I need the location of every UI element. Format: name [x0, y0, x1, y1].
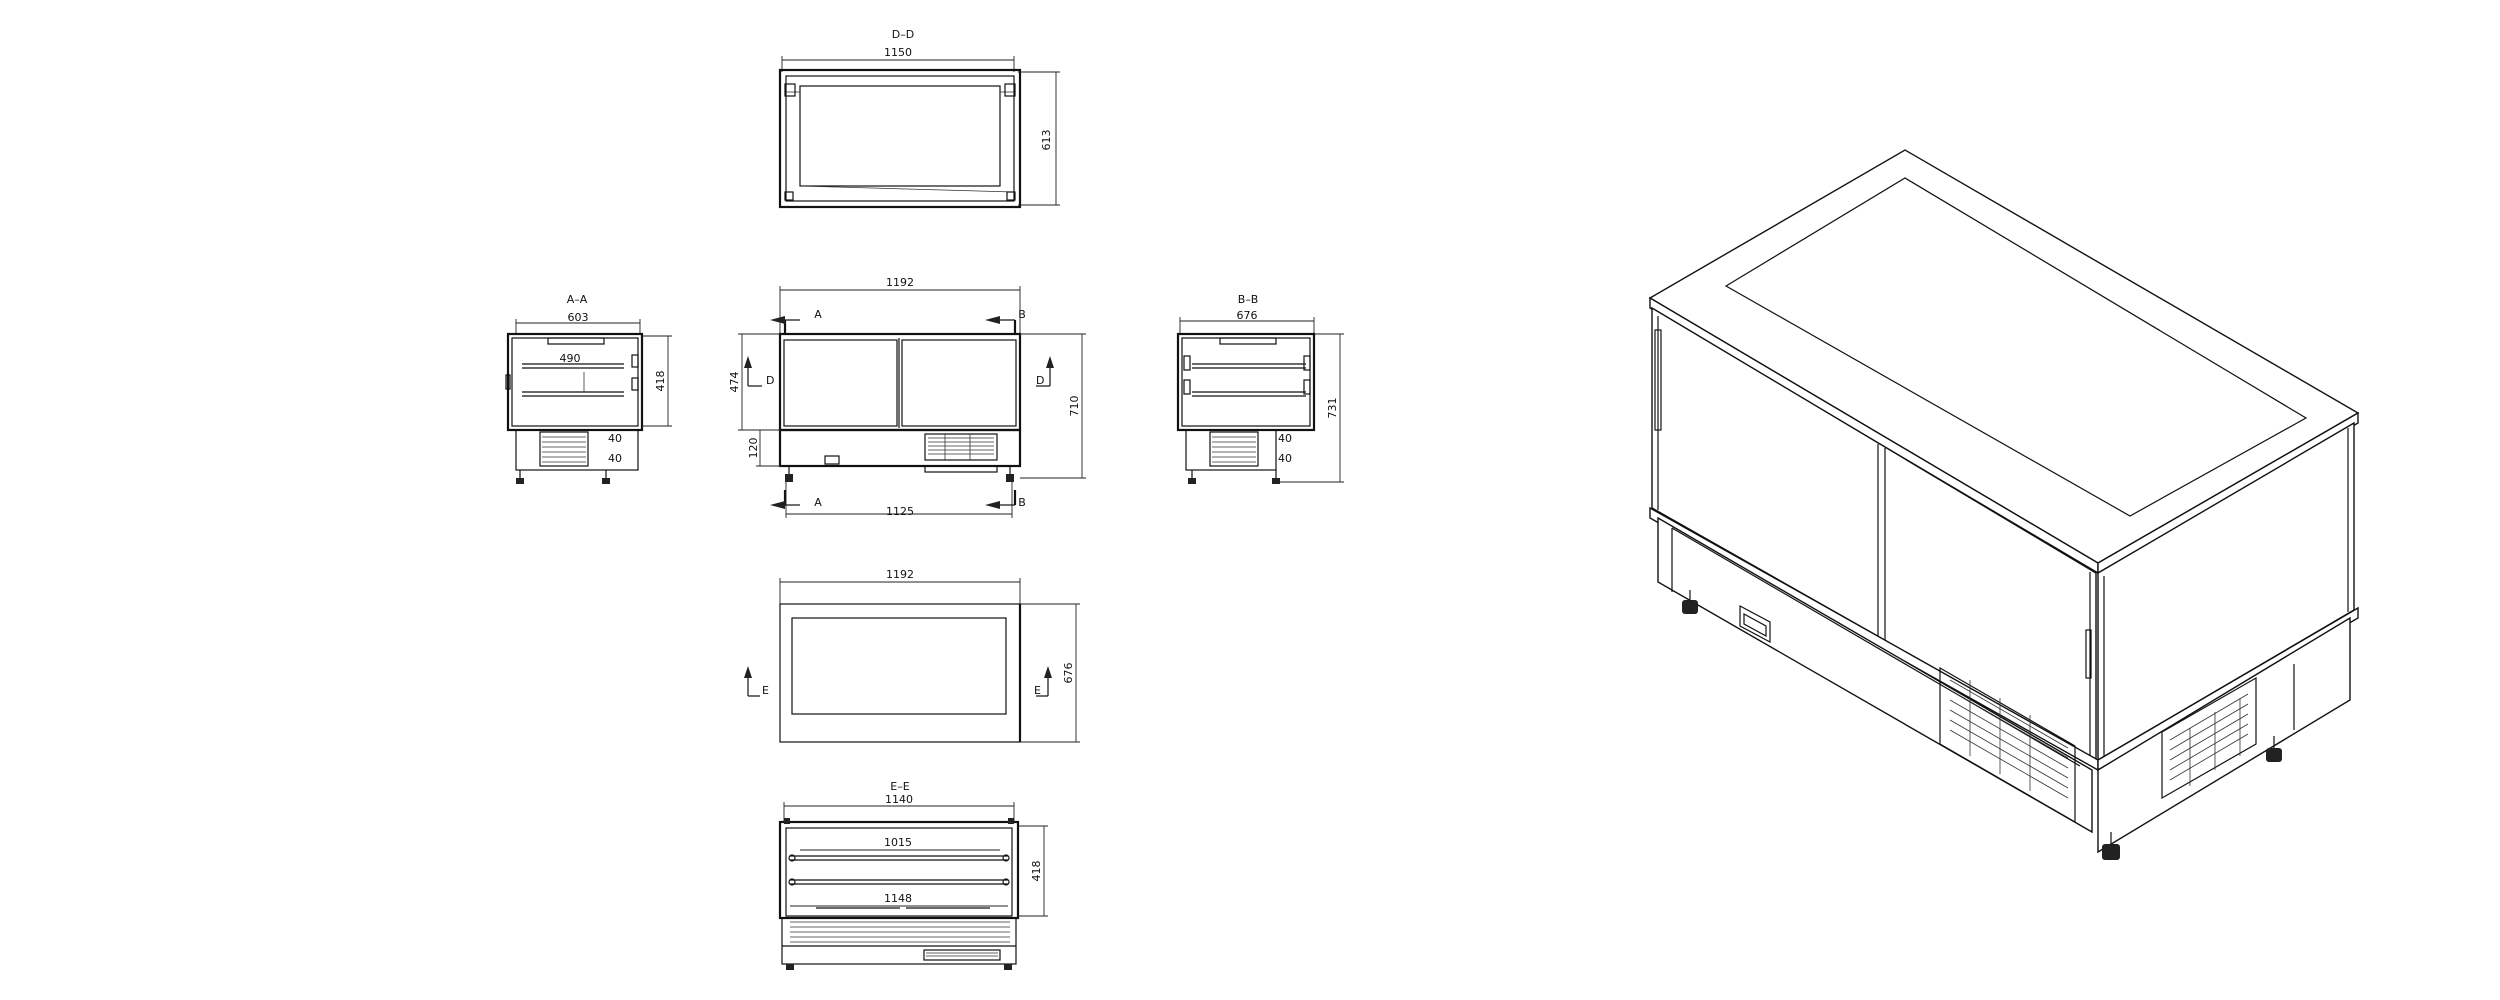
section-aa-label: A–A — [567, 293, 588, 306]
dim-aa-40a: 40 — [608, 432, 622, 445]
section-bb-label: B–B — [1238, 293, 1259, 306]
dim-aa-inner: 490 — [560, 352, 581, 365]
dim-ee-lower: 1148 — [884, 892, 912, 905]
dim-front-base-height: 120 — [747, 438, 760, 459]
section-dd-view: D–D 1150 613 — [778, 28, 1060, 209]
section-aa-view: A–A 603 490 40 40 418 — [505, 293, 672, 484]
marker-d-left: D — [766, 374, 774, 387]
dim-ee-height: 418 — [1030, 861, 1043, 882]
dim-bb-width: 676 — [1237, 309, 1258, 322]
section-ee-label: E–E — [890, 780, 909, 793]
front-view: 1192 A B — [728, 276, 1086, 518]
marker-a-bottom: A — [814, 496, 822, 509]
section-ee-view: E–E 1140 1015 1148 — [778, 780, 1048, 970]
dim-bb-40a: 40 — [1278, 432, 1292, 445]
dim-bb-40b: 40 — [1278, 452, 1292, 465]
dim-aa-height: 418 — [654, 371, 667, 392]
dim-ee-shelf: 1015 — [884, 836, 912, 849]
marker-b-top: B — [1018, 308, 1026, 321]
dim-top-width: 1150 — [884, 46, 912, 59]
dim-front-door-height: 474 — [728, 372, 741, 393]
section-bb-view: B–B 676 40 40 731 — [1176, 293, 1344, 484]
marker-e-right: E — [1034, 684, 1041, 697]
dim-aa-width: 603 — [568, 311, 589, 324]
dim-top-depth: 613 — [1040, 130, 1053, 151]
marker-b-bottom: B — [1018, 496, 1026, 509]
dim-front-width: 1192 — [886, 276, 914, 289]
dim-plan-width: 1192 — [886, 568, 914, 581]
dim-ee-width: 1140 — [885, 793, 913, 806]
plan-view: 1192 676 E E — [744, 568, 1080, 743]
isometric-view — [1648, 149, 2360, 860]
section-dd-label: D–D — [892, 28, 914, 41]
dim-front-total-height: 710 — [1068, 396, 1081, 417]
dim-front-base-width: 1125 — [886, 505, 914, 518]
marker-e-left: E — [762, 684, 769, 697]
marker-d-right: D — [1036, 374, 1044, 387]
dim-bb-height: 731 — [1326, 398, 1339, 419]
marker-a-top: A — [814, 308, 822, 321]
dim-aa-40b: 40 — [608, 452, 622, 465]
dim-plan-depth: 676 — [1062, 663, 1075, 684]
